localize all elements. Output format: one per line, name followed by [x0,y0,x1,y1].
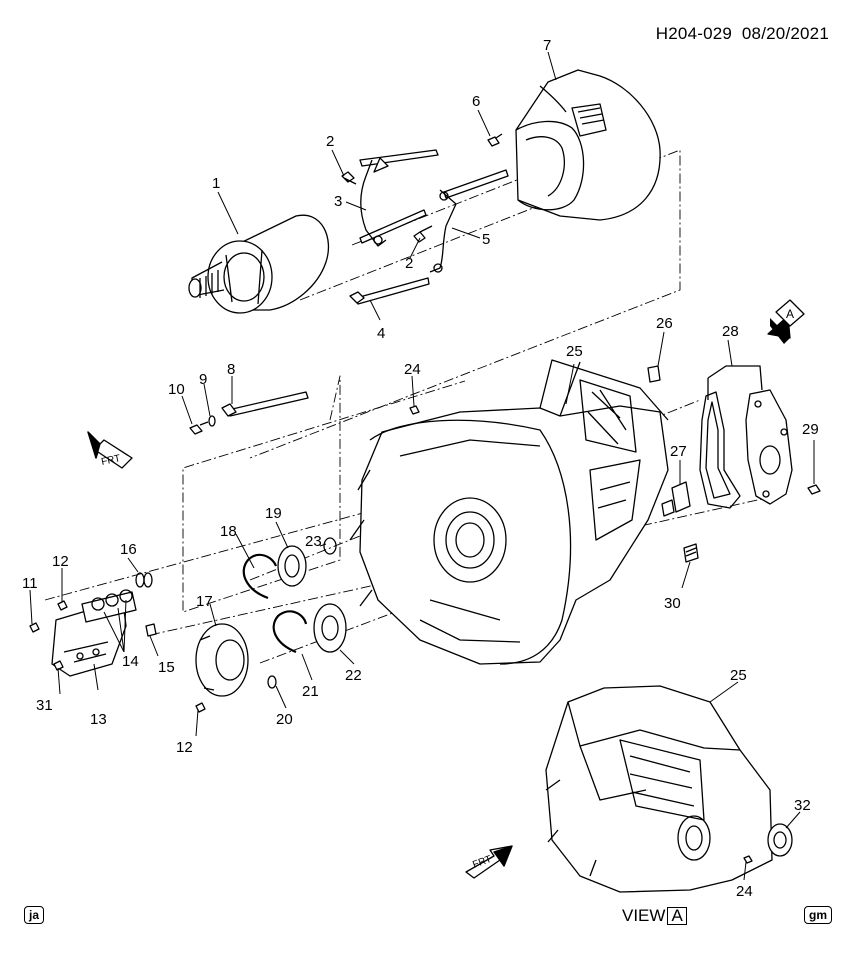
callout-15: 15 [158,659,175,676]
callout-7: 7 [543,37,551,54]
callout-24b: 24 [736,883,753,900]
doc-code: H204-029 [655,24,733,43]
part-stator-housing [515,69,661,221]
callout-3: 3 [334,193,342,210]
part-view-a-case [545,685,793,893]
callout-10: 10 [168,381,185,398]
callout-25a: 25 [566,343,583,360]
view-caption-letter: A [667,907,687,925]
callout-2a: 2 [326,133,334,150]
doc-date: 08/20/2021 [741,24,829,43]
part-drive-assembly [188,214,330,314]
view-a-arrow: A [767,299,805,344]
callout-26: 26 [656,315,673,332]
callout-14: 14 [122,653,139,670]
part-bolts-brackets [341,133,509,305]
callout-1: 1 [212,175,220,192]
view-a-arrow-letter: A [786,307,794,321]
callout-29: 29 [802,421,819,438]
front-arrow-lower: FRT [465,845,513,879]
part-cover-gasket [699,365,821,509]
front-arrow-upper: FRT [87,431,133,469]
callout-23: 23 [305,533,322,550]
callout-2b: 2 [405,255,413,272]
callout-11: 11 [22,575,38,592]
callout-31: 31 [36,697,53,714]
footer-left-badge: ja [24,906,45,924]
callout-5: 5 [482,231,490,248]
callout-6: 6 [472,93,480,110]
leader-lines [29,51,815,881]
callout-21: 21 [302,683,319,700]
part-transmission-case [349,359,669,665]
callout-28: 28 [722,323,739,340]
callout-27: 27 [670,443,687,460]
part-bearings-rings [195,537,347,713]
view-caption-text: VIEW [622,906,666,925]
part-small-fittings [647,365,699,563]
callout-25b: 25 [730,667,747,684]
callout-19: 19 [265,505,282,522]
callout-30: 30 [664,595,681,612]
callout-13: 13 [90,711,107,728]
callout-4: 4 [377,325,385,342]
part-long-bolt-group [189,391,309,435]
callout-8: 8 [227,361,235,378]
callout-12a: 12 [52,553,69,570]
callout-20: 20 [276,711,293,728]
callout-17: 17 [196,593,213,610]
callout-12b: 12 [176,739,193,756]
callout-32: 32 [794,797,811,814]
callout-24a: 24 [404,361,421,378]
gm-logo-badge: gm [804,906,832,924]
callout-labels: 1 2 2 3 4 5 6 7 8 9 10 11 12 12 13 14 15… [22,37,819,900]
front-arrow-upper-label: FRT [100,453,121,468]
callout-16: 16 [120,541,137,558]
part-solenoid-group [29,572,157,677]
callout-18: 18 [220,523,237,540]
callout-9: 9 [199,371,207,388]
diagram-header: H204-029 08/20/2021 [656,24,829,44]
callout-22: 22 [345,667,362,684]
